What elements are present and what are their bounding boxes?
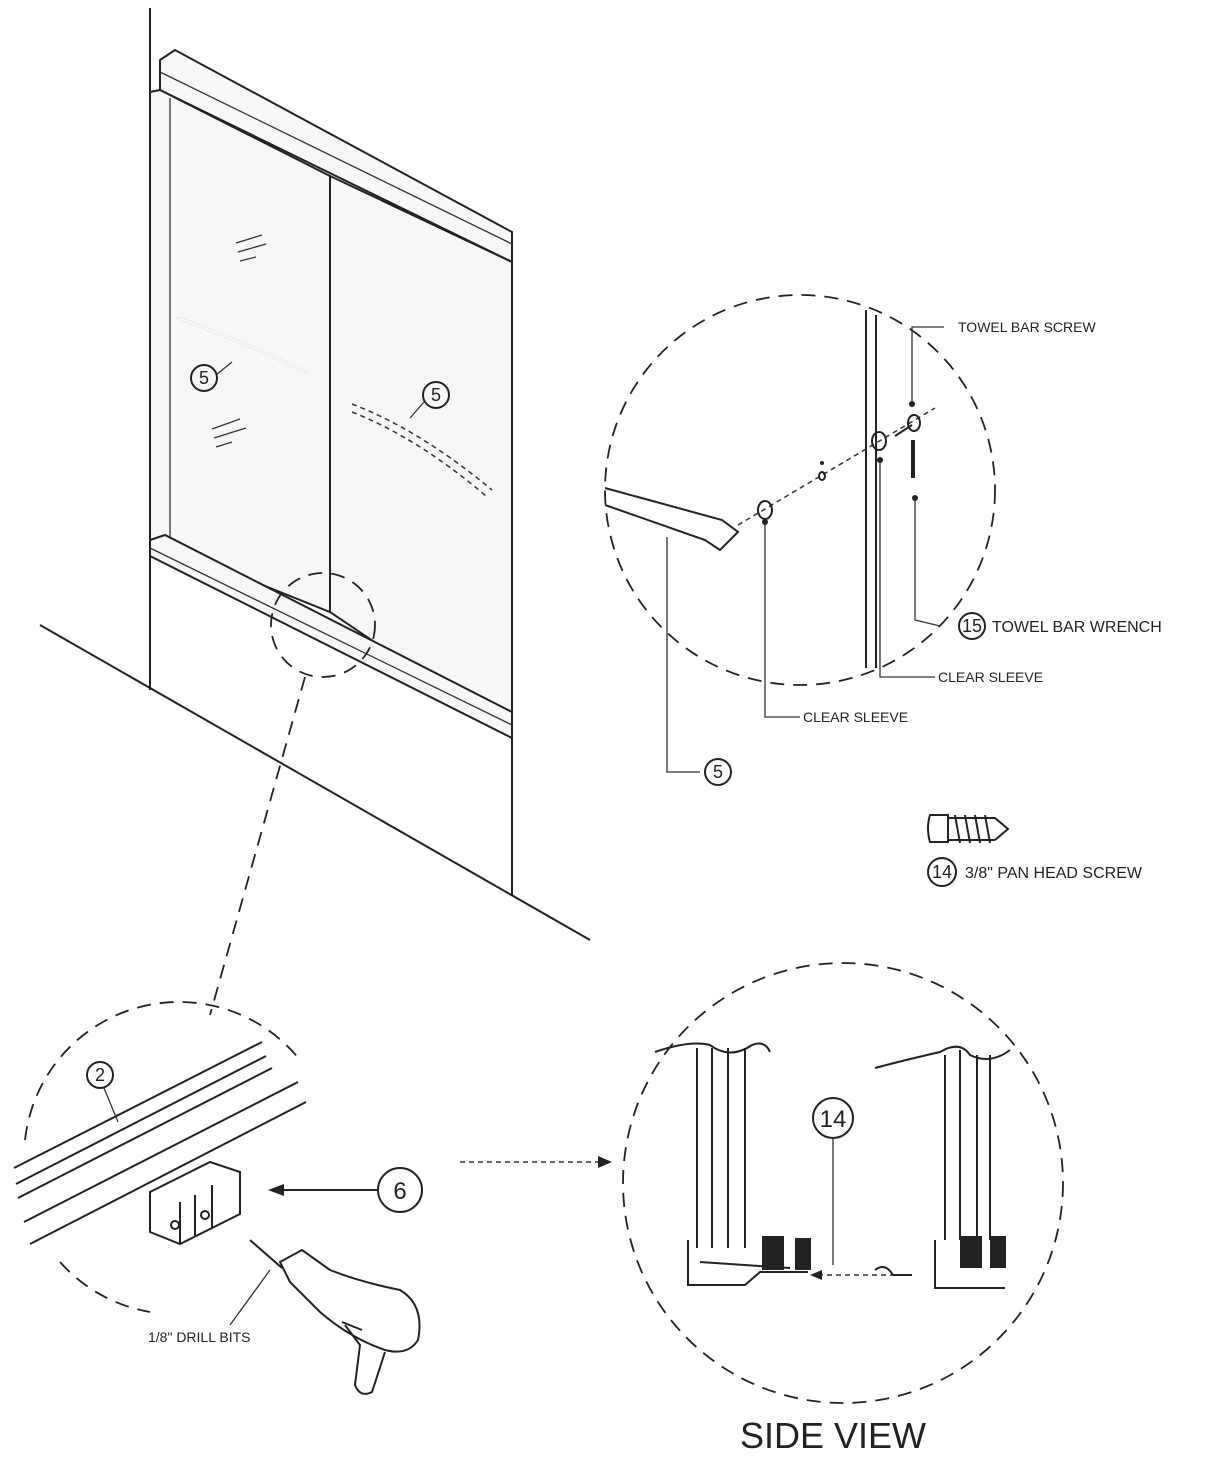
svg-text:15: 15 [962,616,982,636]
svg-text:5: 5 [713,762,723,782]
towel-bar-screw-label: TOWEL BAR SCREW [958,319,1096,335]
svg-text:2: 2 [95,1065,105,1085]
callout-guide: 6 [377,1167,423,1213]
callout-side-screw: 14 [812,1097,854,1139]
pan-head-screw-label: 3/8" PAN HEAD SCREW [965,865,1143,882]
pan-head-screw-icon [927,814,1010,844]
clear-sleeve-label-right: CLEAR SLEEVE [938,669,1043,685]
callout-handle-left: 5 [190,364,218,392]
drill-icon [229,1239,421,1395]
callout-track: 2 [86,1061,114,1089]
shower-door-assembly [39,8,591,1016]
callout-screw-item: 14 [927,857,957,887]
callout-detail-handle: 5 [704,758,732,786]
svg-text:6: 6 [393,1178,406,1205]
callout-wrench: 15 [958,612,986,640]
towel-bar-wrench-label: TOWEL BAR WRENCH [992,619,1162,636]
callout-handle-right: 5 [422,381,450,409]
svg-text:5: 5 [199,368,209,388]
towel-bar-detail [604,294,996,773]
side-view-title: SIDE VIEW [740,1415,926,1456]
drill-bits-label: 1/8" DRILL BITS [148,1329,251,1345]
side-view-detail [622,962,1064,1404]
clear-sleeve-label-left: CLEAR SLEEVE [803,709,908,725]
svg-text:14: 14 [820,1106,847,1133]
track-detail [13,1001,378,1313]
svg-text:14: 14 [932,862,952,882]
svg-text:5: 5 [431,385,441,405]
